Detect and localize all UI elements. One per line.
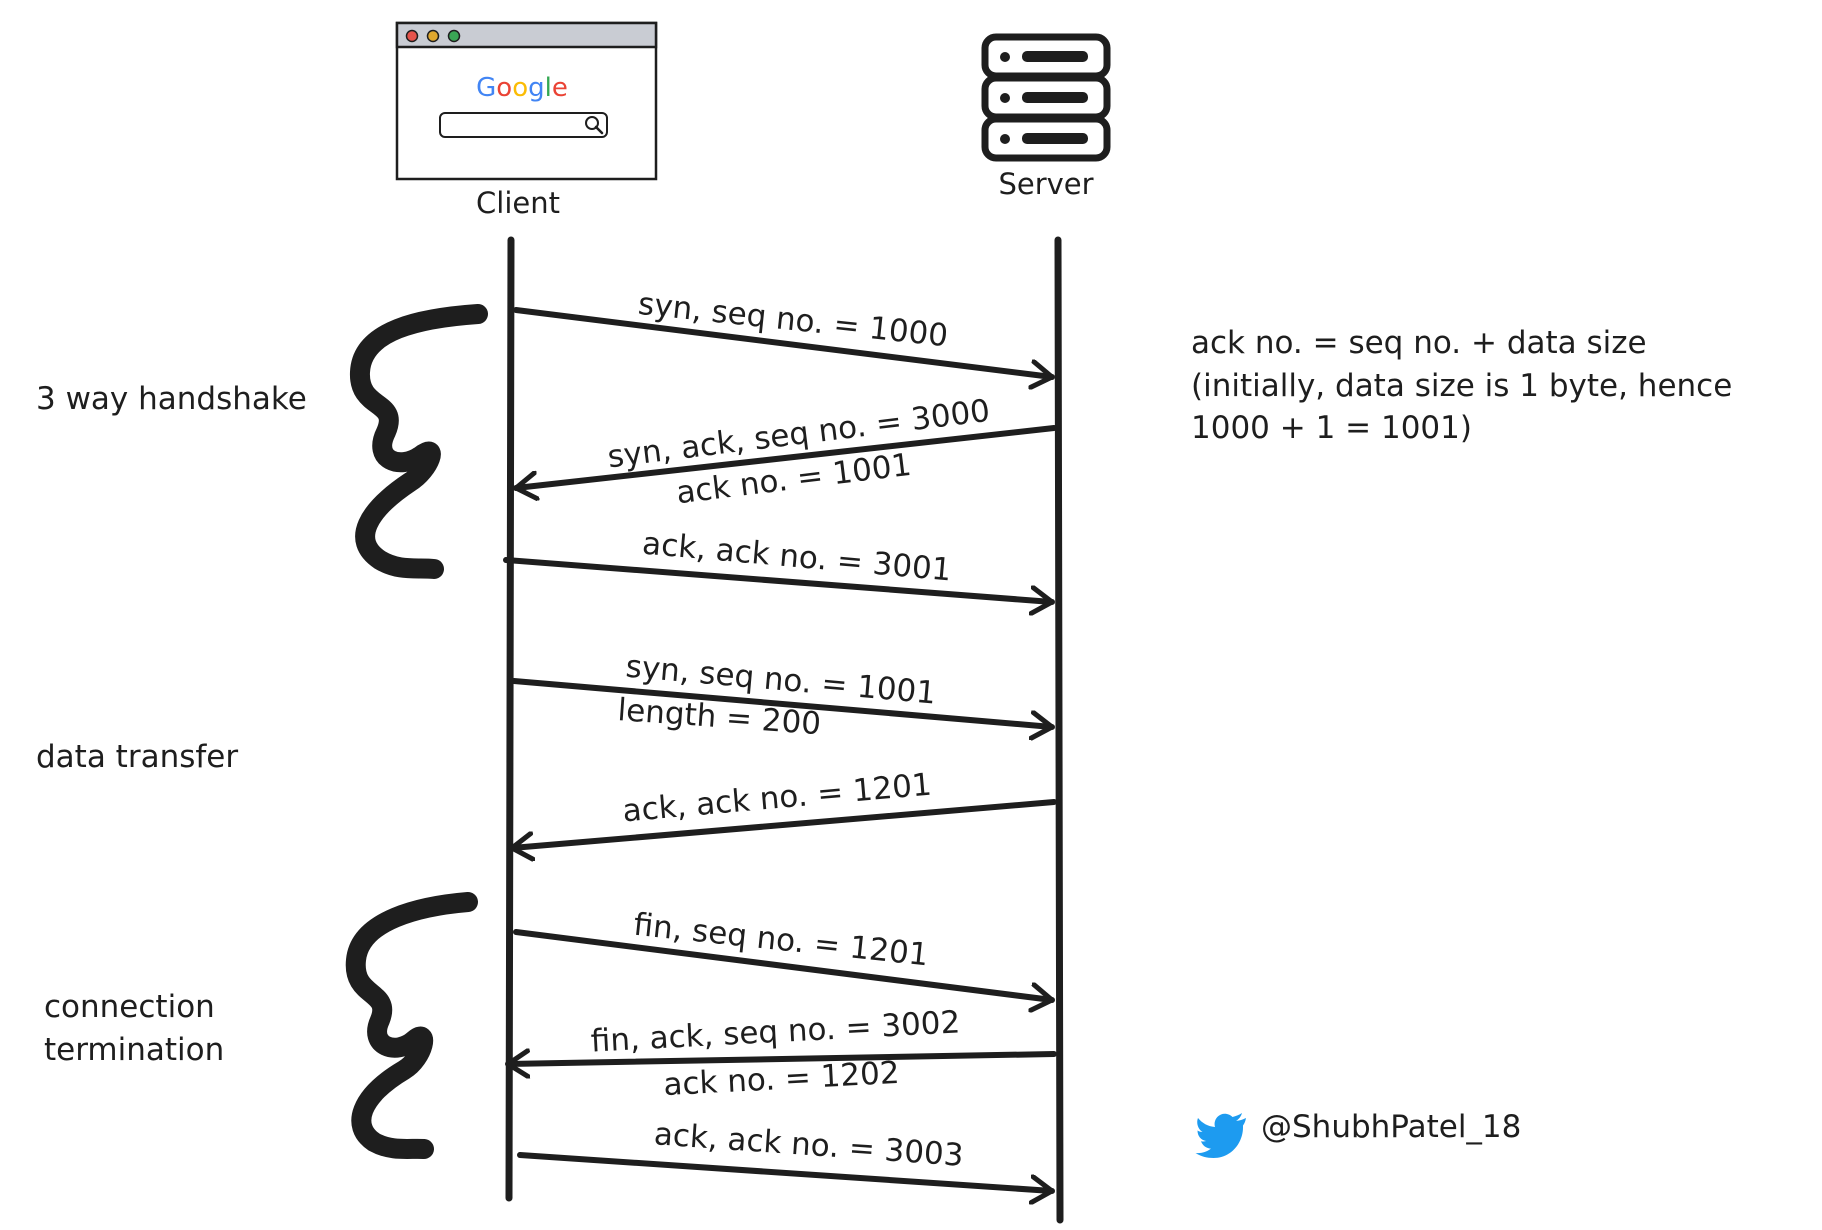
- credit-handle: @ShubhPatel_18: [1261, 1109, 1521, 1145]
- window-minimize-dot: [426, 29, 440, 43]
- termination-phase-label-line1: connection: [44, 989, 215, 1025]
- client-lifeline: [505, 236, 515, 1202]
- message-arrow-6: fin, seq no. = 1201: [513, 907, 1055, 1000]
- message-label-5: ack, ack no. = 1201: [621, 767, 933, 830]
- server-icon: [981, 33, 1111, 162]
- message-label-4-line2: length = 200: [616, 692, 822, 742]
- browser-search-box: [439, 112, 608, 138]
- message-arrow-3: ack, ack no. = 3001: [503, 526, 1055, 602]
- note-line-1: ack no. = seq no. + data size: [1191, 325, 1647, 361]
- message-arrow-8: ack, ack no. = 3003: [517, 1116, 1055, 1191]
- termination-phase-label-line2: termination: [44, 1032, 224, 1068]
- client-label: Client: [476, 186, 560, 220]
- server-label: Server: [998, 167, 1093, 201]
- window-maximize-dot: [447, 29, 461, 43]
- client-browser-icon: Google: [395, 21, 658, 181]
- twitter-bird-icon: [1195, 1113, 1246, 1158]
- message-arrow-2: syn, ack, seq no. = 3000 ack no. = 1001: [513, 393, 1057, 511]
- note-line-2: (initially, data size is 1 byte, hence: [1191, 368, 1732, 404]
- window-close-dot: [405, 29, 419, 43]
- google-logo: Google: [476, 73, 568, 103]
- message-arrow-4: syn, seq no. = 1001 length = 200: [511, 649, 1055, 742]
- message-arrow-5: ack, ack no. = 1201: [509, 767, 1057, 848]
- message-label-3: ack, ack no. = 3001: [641, 526, 953, 589]
- message-arrow-1: syn, seq no. = 1000: [513, 286, 1055, 377]
- handshake-brace: [350, 304, 488, 579]
- handshake-phase-label: 3 way handshake: [36, 381, 307, 417]
- message-arrow-7: fin, ack, seq no. = 3002 ack no. = 1202: [505, 1004, 1057, 1103]
- termination-brace: [345, 892, 478, 1159]
- note-line-3: 1000 + 1 = 1001): [1191, 410, 1472, 446]
- server-lifeline: [1054, 236, 1064, 1224]
- search-icon: [585, 116, 604, 135]
- message-label-7: fin, ack, seq no. = 3002: [590, 1004, 961, 1059]
- data-transfer-phase-label: data transfer: [36, 739, 238, 775]
